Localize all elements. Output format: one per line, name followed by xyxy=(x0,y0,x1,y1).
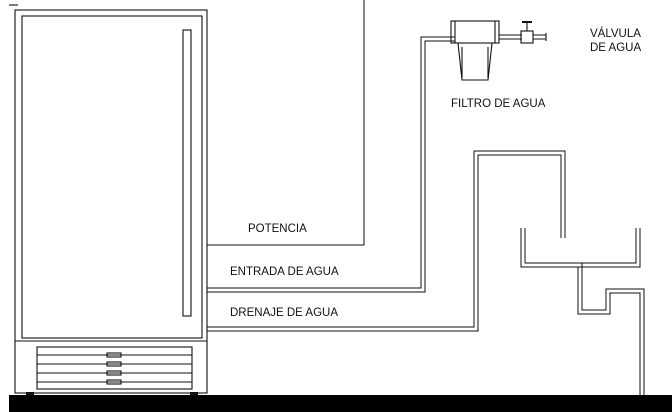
filter-head xyxy=(450,20,500,44)
label-water-filter: FILTRO DE AGUA xyxy=(451,98,546,110)
power-cord xyxy=(207,0,365,246)
grille-clip xyxy=(106,361,122,367)
appliance-foot xyxy=(190,392,198,396)
water-inlet-line xyxy=(207,36,455,293)
label-water-valve-line2: DE AGUA xyxy=(590,42,641,54)
front-grille xyxy=(36,346,193,390)
label-power: POTENCIA xyxy=(248,223,307,235)
filter-cartridge xyxy=(457,42,493,81)
appliance-door xyxy=(21,15,203,339)
appliance-foot xyxy=(26,392,34,396)
water-valve-icon xyxy=(520,21,547,44)
label-water-inlet: ENTRADA DE AGUA xyxy=(230,266,339,278)
door-handle xyxy=(182,29,192,317)
grille-clip xyxy=(106,352,122,358)
grille-clip xyxy=(106,379,122,385)
filter-to-valve-pipe xyxy=(499,34,522,40)
label-water-valve-line1: VÁLVULA xyxy=(590,27,641,40)
drain-basin xyxy=(520,228,645,395)
label-water-drain: DRENAJE DE AGUA xyxy=(230,307,338,319)
appliance-unit xyxy=(14,9,208,396)
grille-clip xyxy=(106,370,122,376)
valve-body xyxy=(520,30,534,44)
appliance-cabinet xyxy=(14,9,208,394)
drain-line xyxy=(207,150,566,332)
water-filter xyxy=(450,20,500,81)
floor xyxy=(9,395,672,412)
